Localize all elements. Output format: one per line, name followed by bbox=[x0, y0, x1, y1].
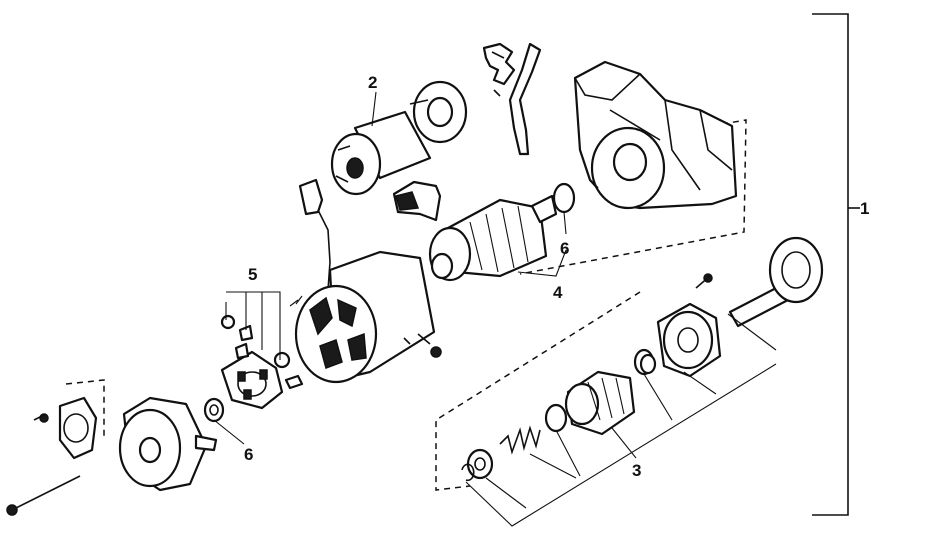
leader-lines bbox=[213, 91, 777, 527]
solenoid bbox=[330, 80, 468, 196]
drive-housing bbox=[573, 60, 738, 210]
callout-4: 4 bbox=[553, 283, 563, 302]
armature bbox=[428, 182, 576, 282]
snap-ring bbox=[461, 463, 475, 482]
end-cover bbox=[58, 396, 98, 460]
cover-screw bbox=[33, 413, 49, 423]
brushes bbox=[220, 295, 304, 390]
assembly-bracket bbox=[812, 13, 860, 516]
callout-6-upper: 6 bbox=[560, 239, 569, 258]
callout-2: 2 bbox=[368, 73, 377, 92]
bracket-piece bbox=[392, 180, 442, 222]
callout-3: 3 bbox=[632, 461, 641, 480]
callout-labels: 1 2 3 4 5 6 6 bbox=[244, 73, 869, 480]
return-spring bbox=[499, 425, 541, 455]
brush-holder bbox=[220, 350, 284, 410]
pinion-clutch bbox=[564, 348, 655, 436]
dashed-group-outlines bbox=[65, 119, 747, 491]
through-bolt bbox=[6, 475, 81, 516]
callout-5: 5 bbox=[248, 265, 257, 284]
lever-clip bbox=[482, 42, 516, 97]
commutator-end-frame bbox=[118, 396, 218, 492]
callout-1: 1 bbox=[860, 199, 869, 218]
lead-wire bbox=[298, 178, 331, 291]
stop-collar bbox=[466, 448, 494, 480]
callout-6-lower: 6 bbox=[244, 445, 253, 464]
yoke-field-frame bbox=[294, 250, 442, 384]
planetary-gear-shaft bbox=[728, 236, 824, 328]
stop-washers bbox=[544, 353, 657, 433]
housing-bolt bbox=[695, 273, 713, 289]
shift-lever bbox=[508, 42, 542, 156]
end-frame-bushing bbox=[203, 397, 225, 423]
center-bearing-plate bbox=[656, 302, 722, 378]
